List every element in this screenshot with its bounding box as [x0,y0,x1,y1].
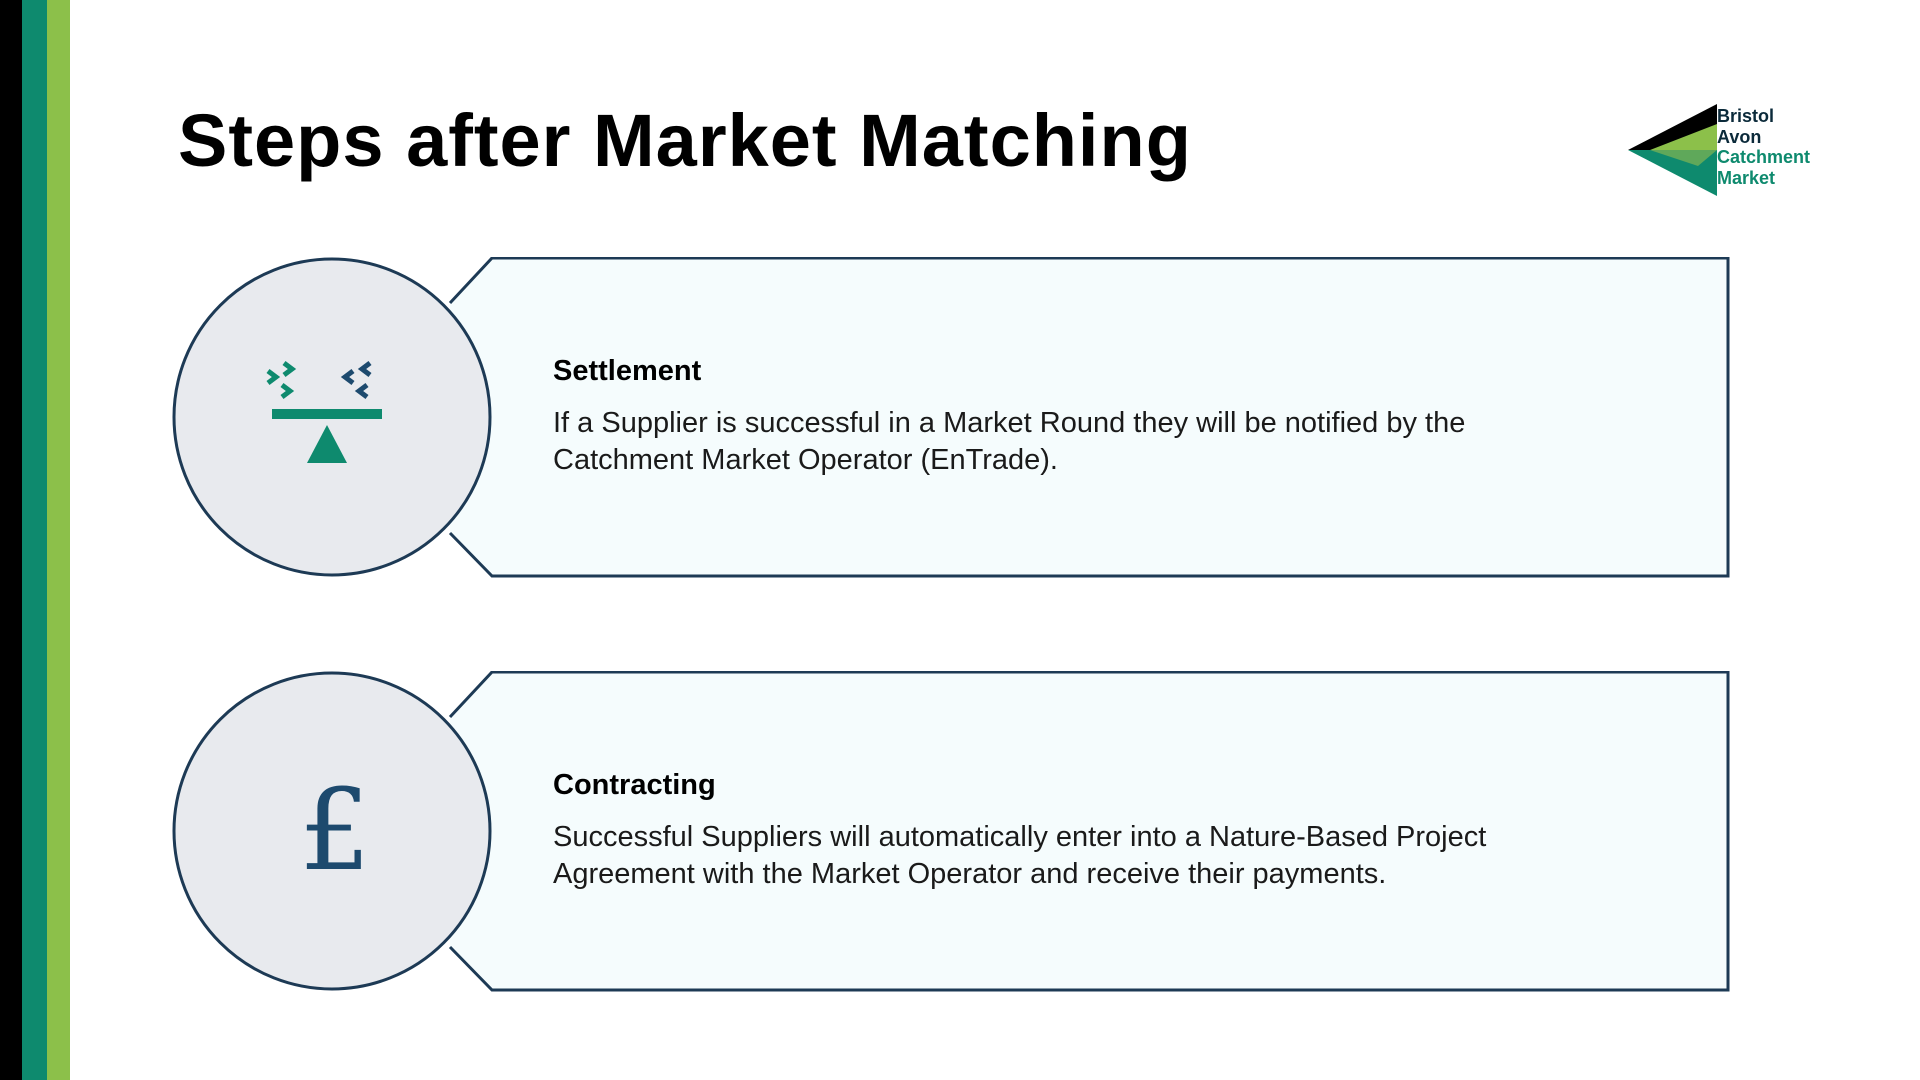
step-description: If a Supplier is successful in a Market … [553,407,1466,476]
left-stripe-teal [22,0,47,1080]
slide-title: Steps after Market Matching [178,99,1192,182]
logo-wordmark: Bristol Avon Catchment Market [1717,106,1810,188]
left-stripe-green [47,0,70,1080]
step-card-contracting: £ Contracting Successful Suppliers will … [170,671,1730,996]
pound-sign-icon: £ [299,766,371,896]
bristol-avon-catchment-market-logo: Bristol Avon Catchment Market [1628,104,1838,196]
step-heading: Contracting [553,769,716,801]
step-description: Successful Suppliers will automatically … [553,821,1487,890]
left-stripe-black [0,0,22,1080]
logo-line-market: Market [1717,167,1776,188]
step-heading: Settlement [553,355,702,387]
logo-line-avon: Avon [1717,126,1762,147]
step-card-settlement: Settlement If a Supplier is successful i… [170,257,1730,582]
logo-line-bristol: Bristol [1717,106,1775,126]
step-card-background [172,671,1730,992]
balance-scale-icon [266,361,382,463]
logo-line-catchment: Catchment [1717,147,1811,167]
logo-mark-icon [1628,104,1717,196]
